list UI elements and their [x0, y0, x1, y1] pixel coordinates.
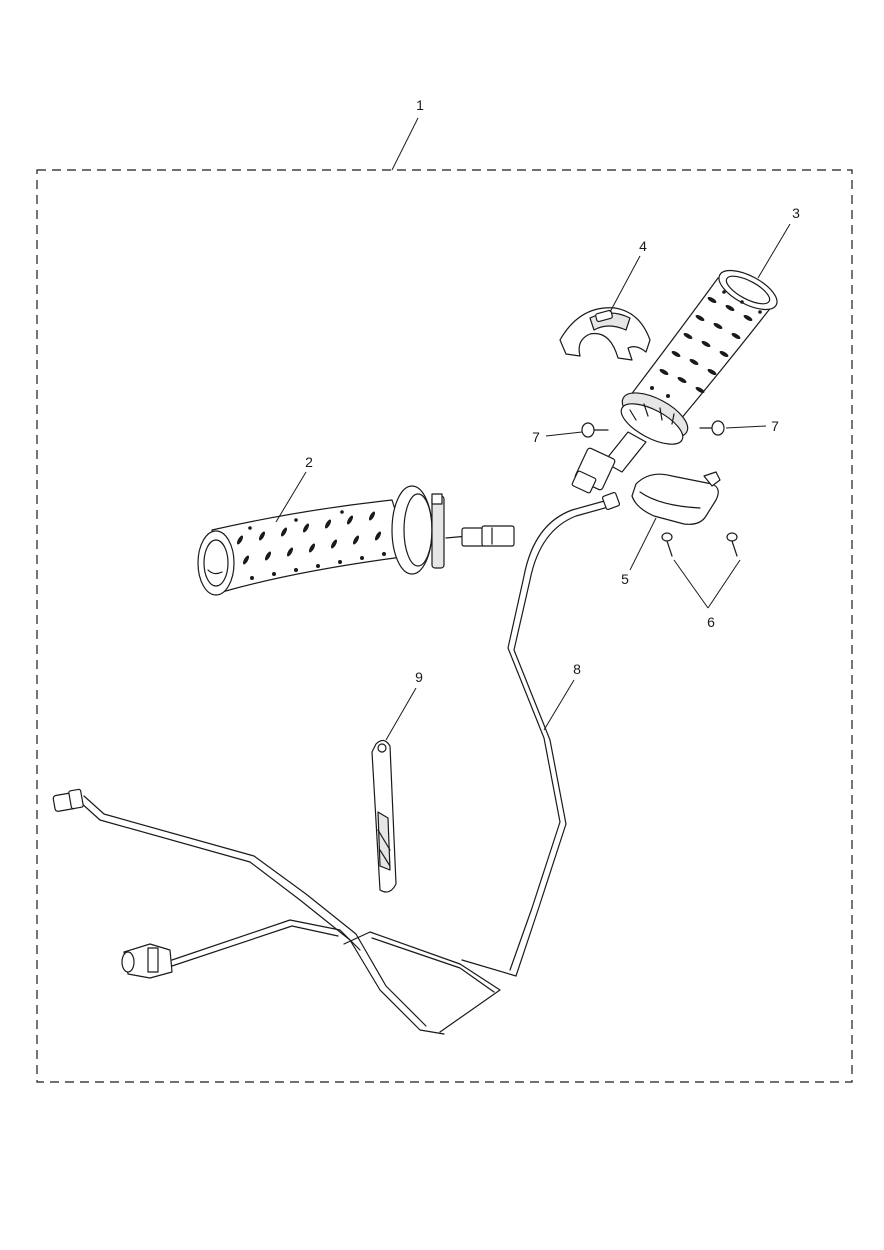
callout-6: 6: [673, 559, 741, 630]
callout-3: 3: [757, 205, 800, 279]
callout-1: 1: [391, 97, 424, 171]
screw-right: [699, 420, 725, 436]
svg-text:2: 2: [305, 454, 313, 470]
switch-cover: [559, 307, 651, 361]
callout-2: 2: [275, 454, 313, 523]
callout-9: 9: [385, 669, 423, 741]
callout-4: 4: [609, 238, 647, 313]
lower-clamp: [631, 471, 721, 525]
callout-5: 5: [621, 517, 657, 587]
svg-text:7: 7: [532, 429, 540, 445]
callout-7-left: 7: [532, 429, 583, 445]
svg-text:3: 3: [792, 205, 800, 221]
left-grip: [197, 485, 515, 596]
svg-text:7: 7: [771, 418, 779, 434]
svg-text:1: 1: [416, 97, 424, 113]
svg-text:4: 4: [639, 238, 647, 254]
callout-7-right: 7: [725, 418, 779, 434]
callout-8: 8: [543, 661, 581, 731]
right-grip-perforations: [650, 290, 762, 398]
left-grip-perforations: [236, 510, 386, 580]
wiring-harness: [52, 491, 621, 1035]
svg-text:6: 6: [707, 614, 715, 630]
svg-text:9: 9: [415, 669, 423, 685]
cable-strap: [371, 739, 397, 893]
clamp-screws: [661, 532, 738, 557]
kit-boundary-box: [36, 169, 853, 1083]
right-grip: [571, 269, 778, 494]
svg-text:5: 5: [621, 571, 629, 587]
screw-left: [581, 422, 609, 438]
svg-text:8: 8: [573, 661, 581, 677]
